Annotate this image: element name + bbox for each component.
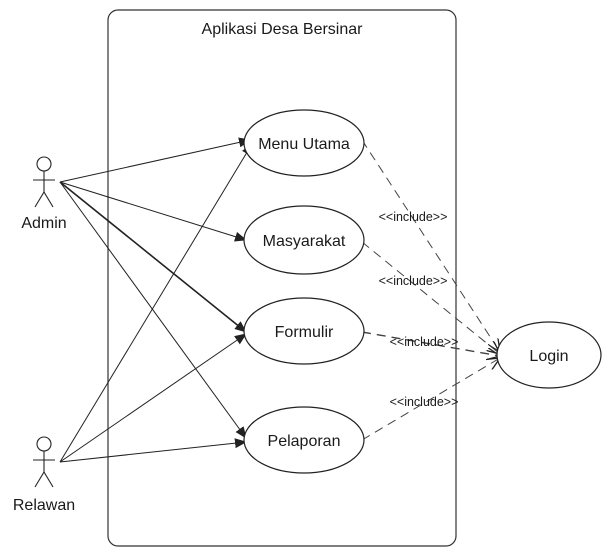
include-pelaporan-login	[361, 358, 500, 441]
assoc-admin-masyarakat	[59, 181, 247, 242]
actor-admin-label: Admin	[21, 215, 66, 232]
include-formulir-login	[361, 331, 500, 356]
use-case-pelaporan: Pelaporan	[243, 406, 365, 474]
use-case-menu-utama: Menu Utama	[243, 109, 365, 177]
include-label-3: <<include>>	[390, 335, 459, 349]
system-boundary	[107, 9, 457, 547]
include-menu-utama-login	[361, 139, 500, 352]
actor-relawan	[33, 436, 55, 488]
assoc-admin-menu-utama	[59, 137, 251, 183]
include-label-4: <<include>>	[390, 395, 459, 409]
assoc-admin-formulir	[59, 181, 247, 333]
use-case-menu-utama-label: Menu Utama	[258, 136, 350, 153]
associations	[59, 137, 253, 463]
include-label-1: <<include>>	[379, 210, 448, 224]
include-label-2: <<include>>	[379, 274, 448, 288]
actor-relawan-head	[36, 436, 52, 452]
actor-admin-head	[36, 156, 52, 172]
assoc-relawan-pelaporan	[59, 438, 247, 463]
use-case-masyarakat: Masyarakat	[243, 205, 365, 275]
use-case-formulir-label: Formulir	[275, 324, 334, 341]
assoc-relawan-formulir	[59, 333, 247, 463]
use-case-login-label: Login	[529, 348, 568, 365]
use-case-masyarakat-label: Masyarakat	[263, 233, 346, 250]
include-dependencies	[361, 139, 500, 441]
use-case-formulir: Formulir	[243, 297, 365, 365]
assoc-relawan-menu-utama	[59, 143, 253, 463]
actor-relawan-label: Relawan	[13, 497, 75, 514]
actor-admin	[33, 156, 55, 208]
use-case-login: Login	[496, 321, 602, 389]
use-case-pelaporan-label: Pelaporan	[268, 433, 341, 450]
assoc-admin-pelaporan	[59, 181, 247, 439]
system-title: Aplikasi Desa Bersinar	[202, 21, 364, 38]
